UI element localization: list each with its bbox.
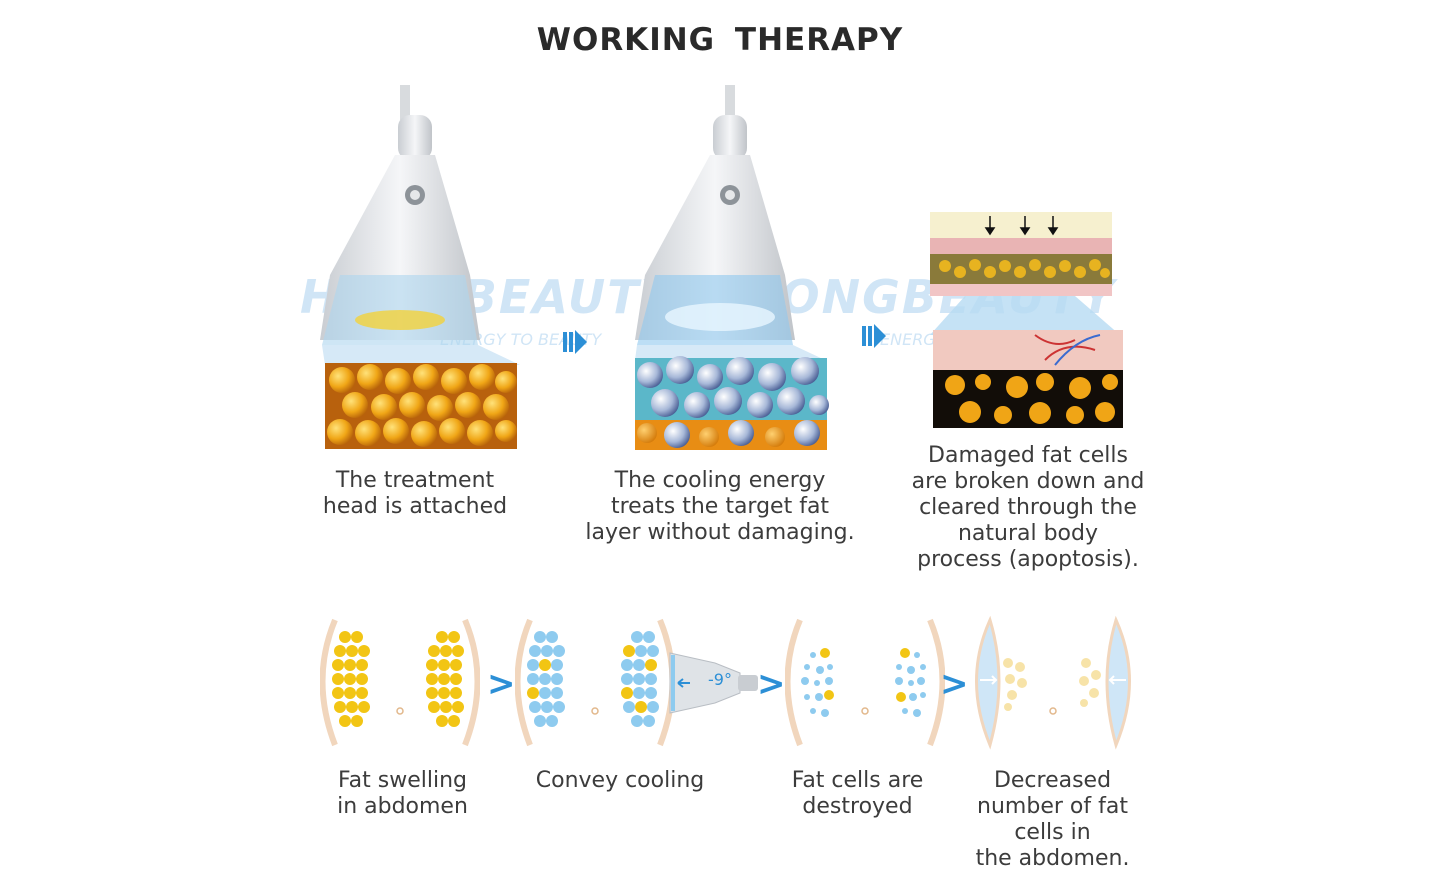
frozen-fat-cells-layer — [637, 356, 829, 448]
caption-line: The treatment — [335, 468, 495, 493]
treatment-head-illustration-2 — [635, 85, 829, 450]
caption-line: Convey cooling — [535, 768, 705, 793]
caption-line: Damaged fat cells — [928, 443, 1128, 468]
treatment-head-illustration-1 — [320, 85, 520, 449]
fat-cells-layer — [327, 364, 517, 447]
step-caption-apoptosis: Damaged fat cells are broken down and cl… — [893, 443, 1163, 573]
caption-line: Fat cells are — [791, 768, 924, 793]
arrow-icon — [563, 330, 587, 354]
caption-line: layer without damaging. — [585, 520, 855, 545]
chevron-right-icon: > — [940, 664, 969, 704]
temperature-label: -9° — [708, 670, 732, 689]
step-caption-convey-cooling: Convey cooling — [515, 768, 725, 794]
caption-line: in abdomen — [337, 794, 468, 819]
chevron-right-icon: > — [487, 664, 516, 704]
caption-line: Decreased — [993, 768, 1112, 793]
step-caption-treatment-head: The treatment head is attached — [300, 468, 530, 520]
caption-line: The cooling energy — [614, 468, 826, 493]
caption-line: cells in — [1014, 820, 1091, 845]
caption-line: destroyed — [802, 794, 913, 819]
caption-line: natural body — [957, 521, 1099, 546]
convey-cooling-diagram — [515, 618, 758, 747]
fat-swelling-diagram — [320, 618, 480, 747]
decreased-fat-diagram — [975, 615, 1131, 750]
page-title: WORKING THERAPY — [536, 22, 904, 58]
watermark-tagline-1: ENERGY TO BEAUTY — [440, 330, 602, 349]
step-caption-fat-destroyed: Fat cells are destroyed — [765, 768, 950, 820]
chevron-right-icon: > — [757, 664, 786, 704]
caption-line: treats the target fat — [610, 494, 830, 519]
caption-line: head is attached — [322, 494, 508, 519]
caption-line: number of fat — [977, 794, 1128, 819]
caption-line: are broken down and — [911, 469, 1145, 494]
caption-line: cleared through the — [919, 495, 1137, 520]
arrow-icon — [862, 324, 886, 348]
step-caption-decreased-fat: Decreased number of fat cells in the abd… — [955, 768, 1150, 872]
caption-line: the abdomen. — [975, 846, 1130, 871]
apoptosis-illustration — [930, 212, 1123, 428]
caption-line: Fat swelling — [338, 768, 467, 793]
fat-cells-destroyed-diagram — [785, 618, 945, 747]
step-caption-cooling-energy: The cooling energy treats the target fat… — [565, 468, 875, 546]
step-caption-fat-swelling: Fat swelling in abdomen — [300, 768, 505, 820]
caption-line: process (apoptosis). — [917, 547, 1139, 572]
